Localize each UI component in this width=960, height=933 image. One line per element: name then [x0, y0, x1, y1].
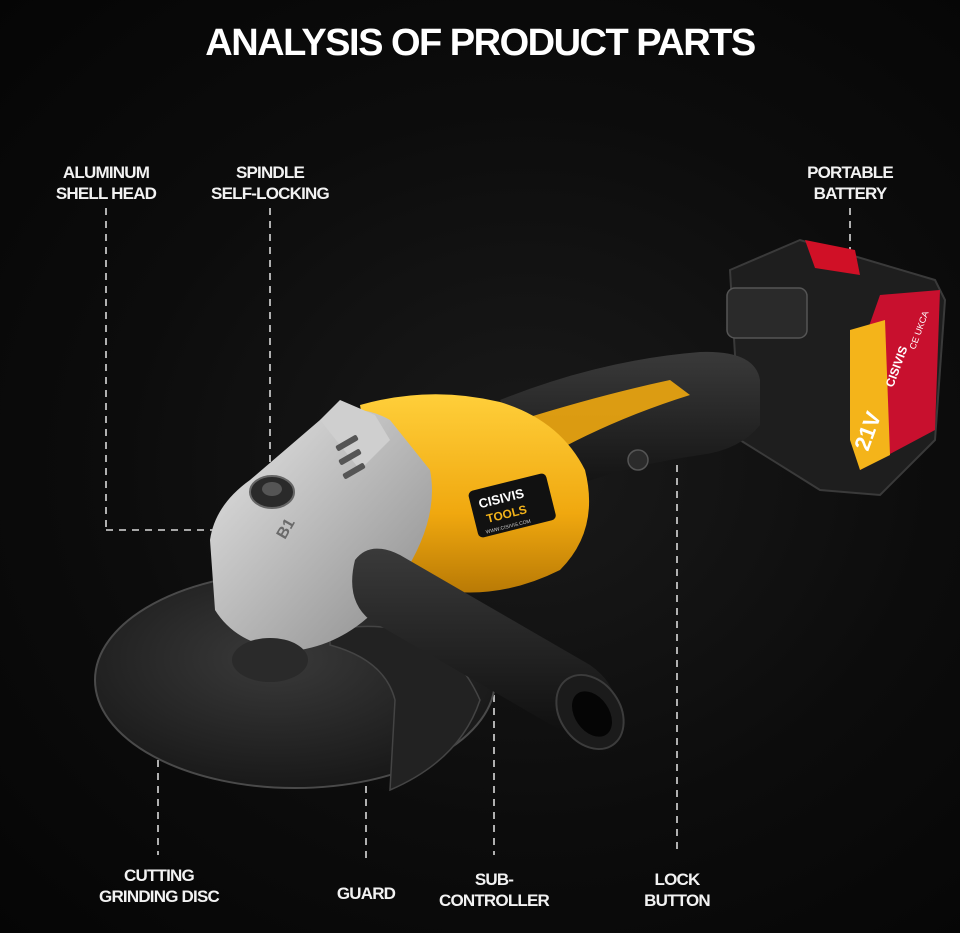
side-handle [352, 548, 625, 751]
label-spindle-self-locking: SPINDLE SELF-LOCKING [211, 163, 330, 203]
label-lock-button: LOCK BUTTON [644, 870, 711, 910]
label-aluminum-shell-head: ALUMINUM SHELL HEAD [55, 163, 157, 203]
spindle-lock-button [249, 475, 295, 509]
page-title: ANALYSIS OF PRODUCT PARTS [205, 22, 756, 64]
label-sub-controller: SUB- CONTROLLER [438, 870, 550, 910]
label-portable-battery: PORTABLE BATTERY [807, 163, 894, 203]
battery-pack: 21V CISIVIS CE UKCA [726, 238, 947, 497]
brand-badge: CISIVIS TOOLS WWW.CISIVIS.COM [468, 473, 556, 538]
label-cutting-grinding-disc: CUTTING GRINDING DISC [99, 866, 220, 906]
lock-button [627, 449, 649, 471]
label-guard: GUARD [336, 884, 396, 903]
